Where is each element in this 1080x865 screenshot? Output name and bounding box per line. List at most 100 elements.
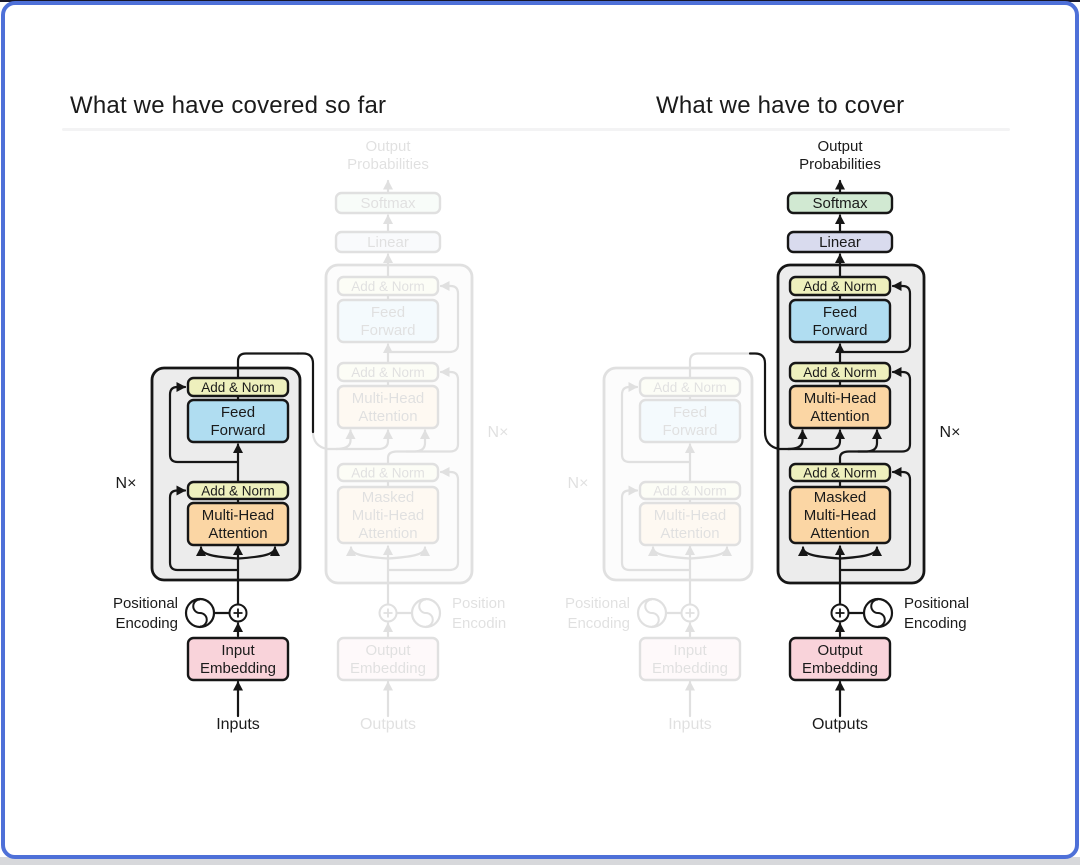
output-embedding-box <box>336 636 440 682</box>
cross-arrow-left <box>786 429 808 451</box>
softmax-label: Softmax <box>812 195 868 212</box>
encoder-block <box>602 366 754 582</box>
encoder-n-times-label: N× <box>568 475 589 492</box>
plus-glyph <box>383 608 393 618</box>
decoder-add-norm-top-label: Add & Norm <box>803 279 877 294</box>
bottom-residual <box>620 485 692 572</box>
query-residual <box>856 367 912 453</box>
decoder-add-norm-bottom-label: Add & Norm <box>351 466 425 481</box>
linear-label: Linear <box>819 234 861 251</box>
ff-residual <box>620 382 692 464</box>
decoder-multi-head-attention-box <box>336 384 440 430</box>
softmax-box <box>786 191 894 215</box>
inputs-label: Inputs <box>216 716 260 733</box>
masked-multi-head-attention-box <box>336 485 440 545</box>
title-divider <box>62 128 1010 131</box>
encoder-decoder-bridge <box>748 352 767 434</box>
sine-wave-glyph <box>192 598 208 628</box>
encoder-feed-forward-box <box>638 398 742 444</box>
encoder-add-norm-bottom-label: Add & Norm <box>653 484 727 499</box>
mha-arrow-right <box>688 546 732 560</box>
sine-wave-glyph <box>418 598 434 628</box>
ff-residual <box>168 382 240 464</box>
encoder-decoder-bridge <box>296 352 315 434</box>
ff-residual <box>838 281 912 354</box>
mmha-arrow-left <box>798 546 842 560</box>
encoder-out <box>236 352 300 380</box>
decoder-add-norm-top-label: Add & Norm <box>351 279 425 294</box>
linear-box <box>334 230 442 254</box>
encoder-add-norm-bottom-box <box>638 480 742 501</box>
mha-arrow-left <box>196 546 240 560</box>
sine-wave-glyph <box>870 598 886 628</box>
input-embedding-box <box>186 636 290 682</box>
decoder-n-times-label: N× <box>940 424 961 441</box>
ff-residual <box>386 281 460 354</box>
decoder-n-times-label: N× <box>488 424 509 441</box>
sine-wave-glyph <box>644 598 660 628</box>
left-panel-title: What we have covered so far <box>70 92 387 119</box>
positional-encoding-sine-icon <box>410 597 442 629</box>
add-plus-icon <box>378 603 398 623</box>
linear-box <box>786 230 894 254</box>
encoder-add-norm-top-label: Add & Norm <box>201 380 275 395</box>
decoder-add-norm-middle-box <box>788 361 892 383</box>
decoder-add-norm-middle-box <box>336 361 440 383</box>
encoder-out <box>688 352 752 380</box>
decoder-add-norm-top-box <box>788 275 892 297</box>
add-plus-icon <box>680 603 700 623</box>
decoder-multi-head-attention-box <box>788 384 892 430</box>
bottom-residual <box>386 467 460 572</box>
cross-arrow-left <box>334 429 356 451</box>
masked-multi-head-attention-box <box>788 485 892 545</box>
cross-arrow-center <box>763 429 845 451</box>
mha-arrow-left <box>648 546 692 560</box>
cross-arrow-center <box>311 429 393 451</box>
query-path <box>386 429 430 466</box>
mmha-arrow-left <box>346 546 390 560</box>
decoder-add-norm-middle-label: Add & Norm <box>803 365 877 380</box>
encoder-add-norm-bottom-label: Add & Norm <box>201 484 275 499</box>
outputs-label: Outputs <box>360 716 416 733</box>
panel-covered-cross-connection <box>296 352 315 434</box>
query-residual <box>404 367 460 453</box>
output-embedding-box <box>788 636 892 682</box>
encoder-multi-head-attention-box <box>186 501 290 547</box>
decoder-add-norm-middle-label: Add & Norm <box>351 365 425 380</box>
decoder-add-norm-bottom-box <box>336 462 440 483</box>
encoder-add-norm-top-box <box>638 376 742 398</box>
linear-label: Linear <box>367 234 409 251</box>
plus-glyph <box>835 608 845 618</box>
mmha-arrow-right <box>386 546 430 560</box>
decoder-add-norm-bottom-label: Add & Norm <box>803 466 877 481</box>
right-panel-title: What we have to cover <box>656 92 905 119</box>
encoder-add-norm-top-box <box>186 376 290 398</box>
encoder-n-times-label: N× <box>116 475 137 492</box>
mha-arrow-right <box>236 546 280 560</box>
positional-encoding-sine-icon <box>636 597 668 629</box>
